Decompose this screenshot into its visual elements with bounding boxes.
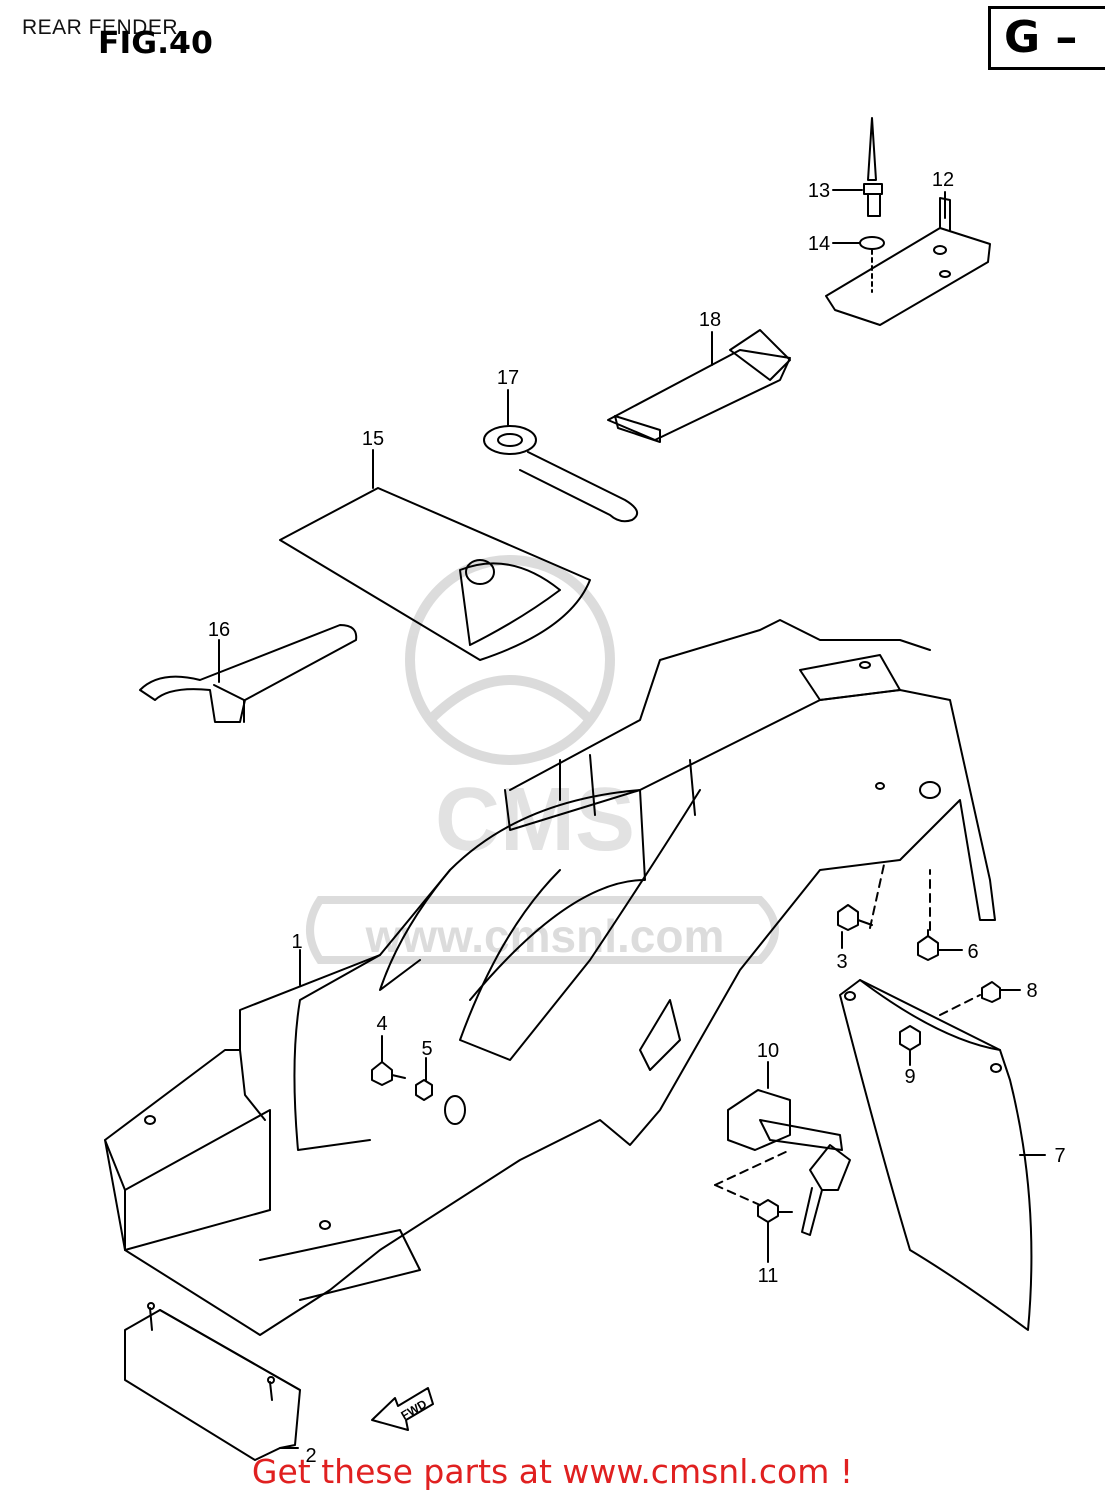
part-11-screw xyxy=(757,1199,793,1223)
part-9-nut xyxy=(899,1025,921,1051)
callout-4: 4 xyxy=(376,1013,387,1035)
part-4-bolt xyxy=(371,1061,406,1086)
watermark-logo-icon xyxy=(426,675,594,724)
callout-3: 3 xyxy=(836,951,847,973)
fwd-label: FWD xyxy=(399,1397,430,1423)
callout-1: 1 xyxy=(291,931,302,953)
watermark-logo-icon xyxy=(405,555,615,765)
part-18-strap xyxy=(607,329,791,443)
callout-10: 10 xyxy=(757,1040,779,1062)
callout-17: 17 xyxy=(497,367,519,389)
part-5-nut xyxy=(415,1079,433,1101)
watermark-url: www.cmsnl.com xyxy=(365,910,725,962)
figure-label: FIG.40 xyxy=(98,26,213,61)
callout-2: 2 xyxy=(305,1445,316,1467)
part-13-pin xyxy=(863,117,883,217)
callout-9: 9 xyxy=(904,1066,915,1088)
callout-16: 16 xyxy=(208,619,230,641)
callout-11: 11 xyxy=(758,1265,779,1287)
part-8-screw xyxy=(981,981,1001,1003)
callout-12: 12 xyxy=(932,169,954,191)
part-17-spanner xyxy=(483,425,639,523)
part-3-bolt xyxy=(837,904,873,931)
group-code: G – xyxy=(1004,12,1078,63)
callout-7: 7 xyxy=(1054,1145,1065,1167)
section-title: REAR FENDER xyxy=(22,16,179,39)
part-12-bracket xyxy=(825,197,991,326)
callout-15: 15 xyxy=(362,428,384,450)
part-1-rear-fender xyxy=(104,619,996,1336)
callout-labels: 1 2 3 4 5 6 7 8 9 10 11 12 13 14 15 16 1… xyxy=(208,169,1066,1467)
part-6-bolt xyxy=(917,929,939,961)
footer-cta-link[interactable]: Get these parts at www.cmsnl.com ! xyxy=(251,1452,854,1491)
part-2-fender-cover xyxy=(124,1302,301,1461)
callout-8: 8 xyxy=(1026,980,1037,1002)
group-box xyxy=(988,6,1105,70)
part-10-seat-lock xyxy=(727,1089,851,1236)
watermark xyxy=(306,555,779,964)
callout-5: 5 xyxy=(421,1038,432,1060)
part-16-wrench xyxy=(139,624,358,723)
callout-14: 14 xyxy=(808,233,830,255)
callout-13: 13 xyxy=(808,180,830,202)
leader-lines xyxy=(218,189,1046,1449)
part-14-washer xyxy=(859,236,885,250)
fwd-arrow-icon xyxy=(371,1387,434,1431)
assembly-lines xyxy=(714,859,981,1206)
callout-18: 18 xyxy=(699,309,721,331)
watermark-banner xyxy=(306,896,779,964)
part-15-tool-bag xyxy=(279,487,591,661)
callout-6: 6 xyxy=(967,941,978,963)
part-7-rear-flap xyxy=(839,979,1033,1331)
